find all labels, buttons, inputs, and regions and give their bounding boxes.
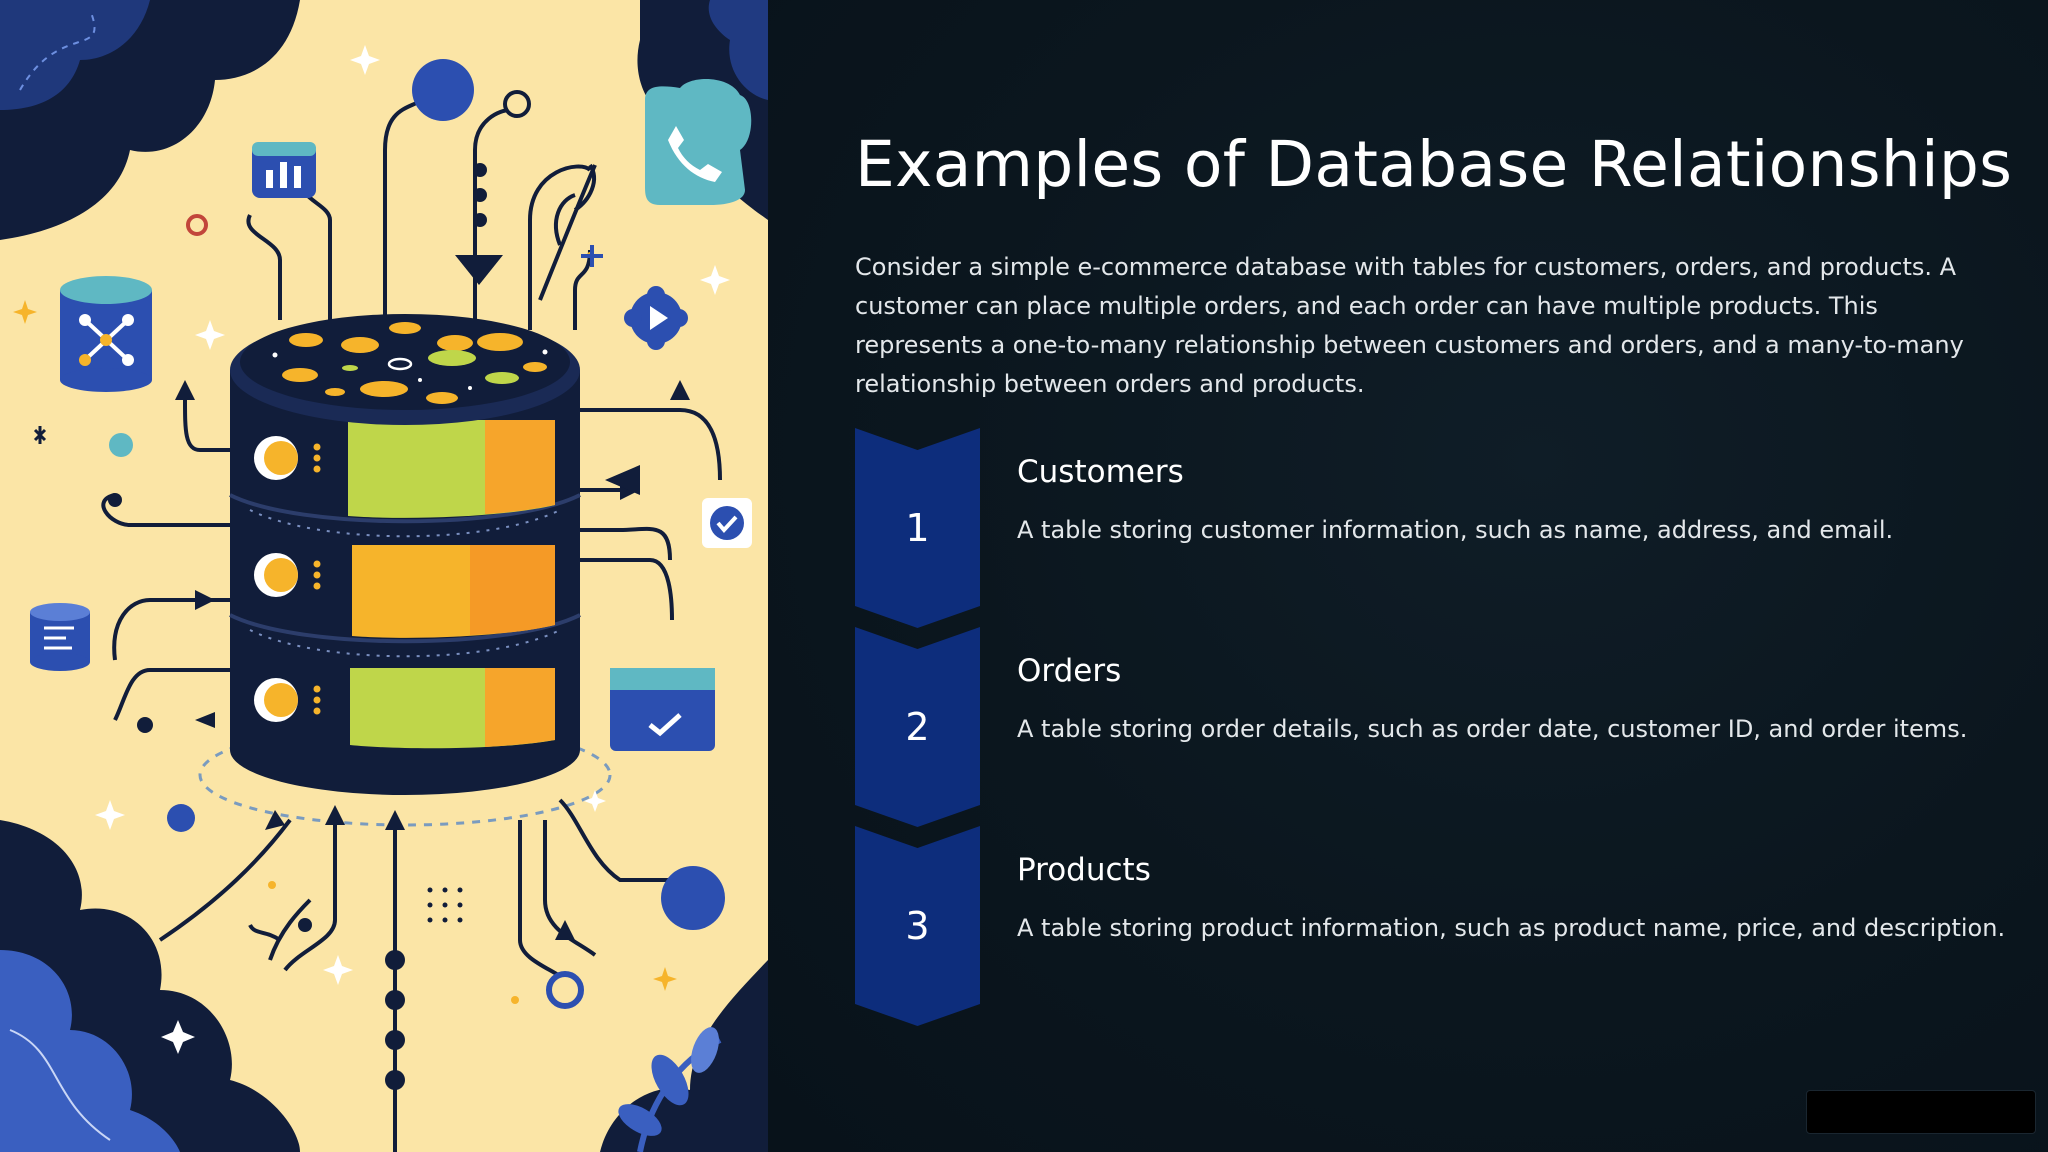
phone-icon xyxy=(645,78,752,205)
step-description: A table storing order details, such as o… xyxy=(1017,715,1968,743)
slide-title: Examples of Database Relationships xyxy=(855,128,2013,201)
corner-overlay-box xyxy=(1806,1090,2036,1134)
cloud-bottom-left xyxy=(0,820,300,1152)
intro-paragraph: Consider a simple e-commerce database wi… xyxy=(855,253,1964,398)
step-number: 1 xyxy=(905,506,930,550)
slide-content: Examples of Database Relationships Consi… xyxy=(768,0,2048,1152)
play-icon xyxy=(624,286,688,350)
step-title: Orders xyxy=(1017,653,1122,689)
step-title: Customers xyxy=(1017,454,1184,490)
checkmark-icon xyxy=(702,498,752,548)
checkbox-cube-icon xyxy=(610,668,715,751)
blue-circle xyxy=(412,59,474,121)
sparkle-icon xyxy=(95,45,730,985)
step-number: 3 xyxy=(905,904,930,948)
step-products: 3 Products A table storing product infor… xyxy=(855,826,2015,1026)
cloud-bottom-right xyxy=(600,960,768,1152)
step-number: 2 xyxy=(905,705,930,749)
database-server-icon xyxy=(229,314,581,795)
step-chevron: 1 xyxy=(855,428,980,628)
step-chevron: 2 xyxy=(855,627,980,827)
bar-chart-icon xyxy=(252,142,316,198)
step-title: Products xyxy=(1017,852,1151,888)
step-chevron: 3 xyxy=(855,826,980,1026)
database-illustration xyxy=(0,0,768,1152)
step-description: A table storing customer information, su… xyxy=(1017,516,1894,544)
step-description: A table storing product information, suc… xyxy=(1017,914,2006,942)
step-customers: 1 Customers A table storing customer inf… xyxy=(855,428,2015,628)
step-orders: 2 Orders A table storing order details, … xyxy=(855,627,2015,827)
document-cylinder-icon xyxy=(30,603,90,671)
cloud-top-left xyxy=(0,0,300,240)
leaf-icon xyxy=(248,163,597,961)
network-cylinder-icon xyxy=(60,276,152,392)
